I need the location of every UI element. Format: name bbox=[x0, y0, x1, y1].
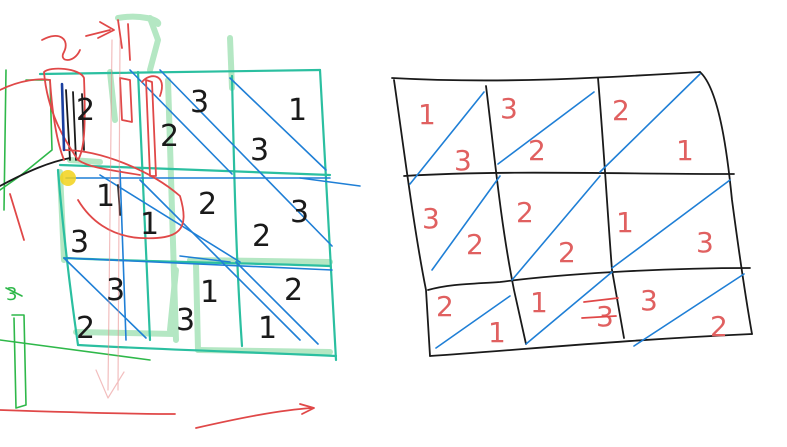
left-margin-digit: 3 bbox=[6, 284, 17, 305]
left-r2-c6: 3 bbox=[290, 195, 309, 230]
left-r3-c6: 2 bbox=[284, 273, 303, 308]
black-grid-lines bbox=[391, 71, 753, 357]
left-r1-c3: 2 bbox=[160, 119, 179, 154]
right-sketch: 1 3 3 2 2 1 3 2 2 2 1 3 2 1 1 3 3 2 bbox=[391, 71, 753, 357]
right-r2-c5: 1 bbox=[616, 206, 634, 239]
right-r2-c2: 2 bbox=[466, 228, 484, 261]
right-r1-c2: 3 bbox=[454, 144, 472, 177]
right-r2-c3: 2 bbox=[516, 196, 534, 229]
left-r1-c5: 1 bbox=[288, 93, 307, 128]
column-marker bbox=[60, 82, 66, 152]
right-r3-c1: 2 bbox=[436, 290, 454, 323]
red-scribble bbox=[581, 297, 619, 319]
right-r3-c5: 3 bbox=[640, 284, 658, 317]
left-r2-c5: 2 bbox=[252, 219, 271, 254]
left-r1-c2: 3 bbox=[190, 85, 209, 120]
left-r3-c4: 1 bbox=[200, 275, 219, 310]
left-grid-digits: 2 3 2 3 1 1 3 1 2 2 3 2 3 3 1 1 2 bbox=[70, 85, 309, 346]
faint-red-trace bbox=[95, 39, 125, 399]
left-sketch: 2 3 2 3 1 1 3 1 2 2 3 2 3 3 1 1 2 3 bbox=[0, 13, 361, 429]
left-r3-c1: 2 bbox=[76, 311, 95, 346]
right-r1-c4: 2 bbox=[528, 134, 546, 167]
yellow-highlight-dot bbox=[60, 170, 76, 186]
left-r3-c3: 3 bbox=[176, 303, 195, 338]
left-r2-c2: 3 bbox=[70, 225, 89, 260]
left-r2-c3: 1 bbox=[140, 207, 159, 242]
left-r3-c5: 1 bbox=[258, 311, 277, 346]
right-r3-c3: 1 bbox=[530, 286, 548, 319]
right-r1-c5: 2 bbox=[612, 94, 630, 127]
left-r2-c4: 2 bbox=[198, 187, 217, 222]
right-r1-c3: 3 bbox=[500, 92, 518, 125]
right-r2-c1: 3 bbox=[422, 202, 440, 235]
right-r3-c6: 2 bbox=[710, 310, 728, 343]
right-r1-c1: 1 bbox=[418, 98, 436, 131]
left-r3-c2: 3 bbox=[106, 273, 125, 308]
right-blue-diagonals bbox=[409, 73, 745, 349]
red-annotation-strokes bbox=[0, 19, 315, 429]
right-r1-c6: 1 bbox=[676, 134, 694, 167]
left-r2-c1: 1 bbox=[96, 179, 115, 214]
right-r3-c2: 1 bbox=[488, 316, 506, 349]
left-r1-c1: 2 bbox=[76, 93, 95, 128]
blue-diagonal-lines bbox=[63, 69, 361, 345]
right-r2-c6: 3 bbox=[696, 226, 714, 259]
right-grid-digits: 1 3 3 2 2 1 3 2 2 2 1 3 2 1 1 3 3 2 bbox=[418, 92, 728, 349]
left-r1-c4: 3 bbox=[250, 133, 269, 168]
right-r2-c4: 2 bbox=[558, 236, 576, 269]
